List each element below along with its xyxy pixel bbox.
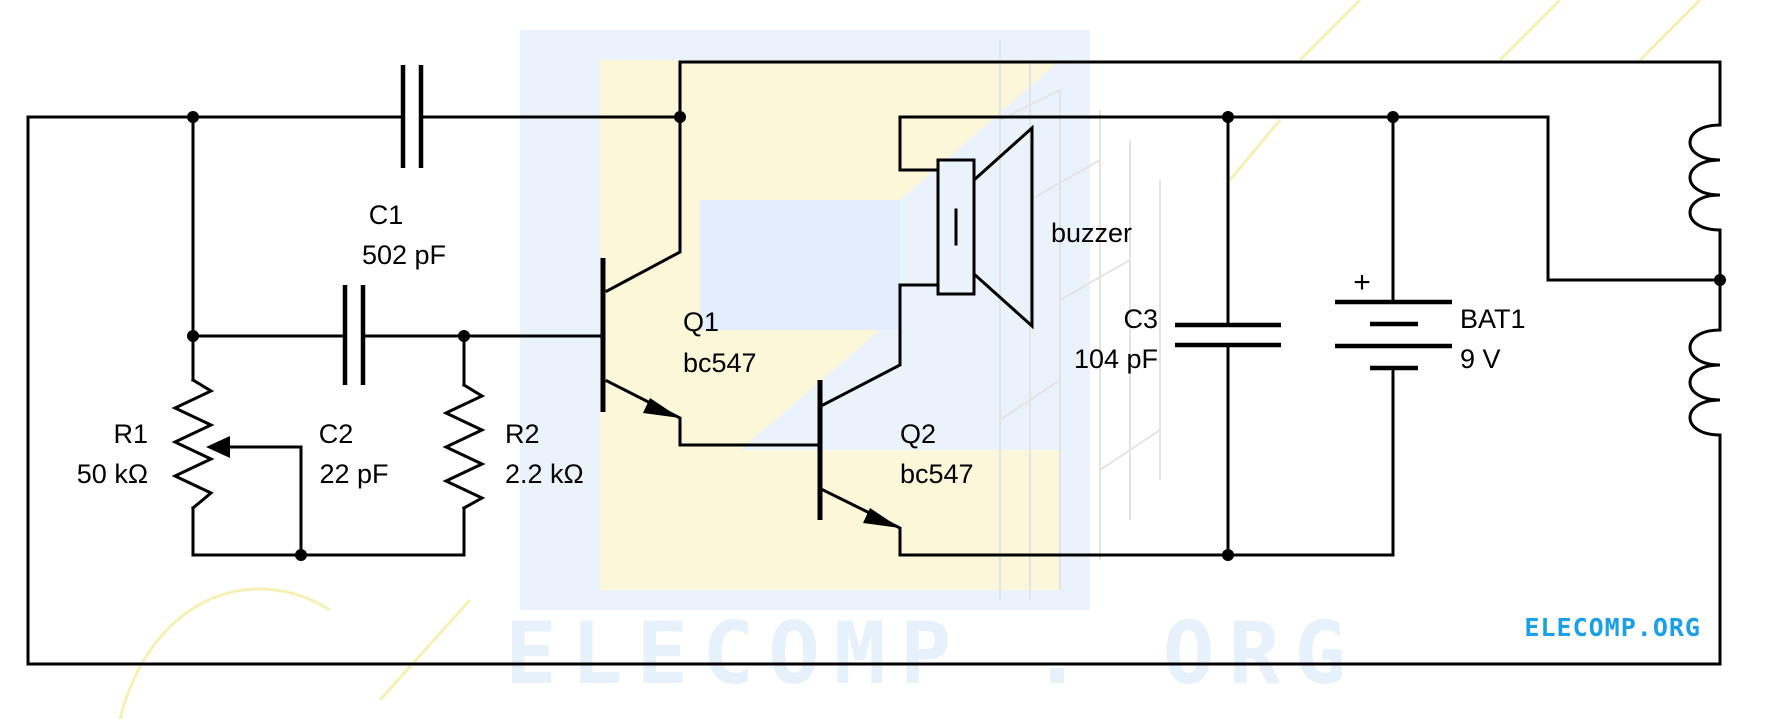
- battery-bat1: [1335, 299, 1452, 371]
- label-q2-value: bc547: [900, 459, 974, 489]
- potentiometer-r1: [171, 377, 230, 511]
- junction-dot: [187, 111, 199, 123]
- transistor-q1: [600, 258, 680, 418]
- inductor-coil-top: [1688, 123, 1722, 242]
- junction-dot: [674, 111, 686, 123]
- wire-r1-wiper: [215, 445, 303, 557]
- label-r2-value: 2.2 kΩ: [505, 459, 584, 489]
- junctions: [187, 111, 1726, 561]
- wire-q2-emitter: [820, 487, 1395, 557]
- junction-dot: [295, 549, 307, 561]
- junction-dot: [1387, 111, 1399, 123]
- battery-plus-icon: +: [1353, 266, 1371, 299]
- label-c2-value: 22 pF: [319, 459, 388, 489]
- label-q1-value: bc547: [683, 348, 757, 378]
- label-q2-name: Q2: [900, 419, 936, 449]
- junction-dot: [187, 330, 199, 342]
- emitter-arrow-icon: [863, 508, 900, 528]
- component-labels: C1 502 pF C2 22 pF R1 50 kΩ R2 2.2 kΩ Q1…: [77, 200, 1526, 489]
- capacitor-c2: [342, 285, 366, 385]
- label-buzzer: buzzer: [1051, 218, 1132, 248]
- wire-q1-collector: [604, 115, 682, 294]
- buzzer-icon: [936, 124, 1034, 330]
- capacitor-c3: [1175, 322, 1281, 348]
- label-c1-value: 502 pF: [362, 240, 446, 270]
- junction-dot: [1714, 274, 1726, 286]
- label-r1-value: 50 kΩ: [77, 459, 148, 489]
- wire-q2-collector: [820, 283, 940, 408]
- wire-top-to-coil: [678, 60, 1722, 127]
- label-bat1-value: 9 V: [1460, 344, 1501, 374]
- label-c1-name: C1: [369, 200, 404, 230]
- inductor-coil-bottom: [1688, 328, 1722, 447]
- junction-dot: [458, 330, 470, 342]
- watermark-text: ELECOMP . ORG: [505, 604, 1360, 704]
- wire-outer-loop: [26, 115, 1722, 666]
- label-bat1-name: BAT1: [1460, 304, 1526, 334]
- label-r2-name: R2: [505, 419, 540, 449]
- junction-dot: [1222, 549, 1234, 561]
- label-q1-name: Q1: [683, 307, 719, 337]
- emitter-arrow-icon: [643, 398, 680, 418]
- wire-r2-bottom: [191, 506, 466, 557]
- brand-logo-text: ELECOMP.ORG: [1524, 613, 1701, 642]
- capacitor-c1: [400, 65, 424, 168]
- label-c3-name: C3: [1123, 304, 1158, 334]
- junction-dot: [1222, 111, 1234, 123]
- watermark-logo: ELECOMP . ORG: [118, 0, 1702, 719]
- wire-q1-emitter: [604, 378, 818, 447]
- resistor-r2: [442, 382, 486, 511]
- label-r1-name: R1: [113, 419, 148, 449]
- label-c2-name: C2: [319, 419, 354, 449]
- wiper-arrow-icon: [206, 436, 230, 458]
- transistor-q2: [817, 380, 900, 528]
- label-c3-value: 104 pF: [1074, 344, 1158, 374]
